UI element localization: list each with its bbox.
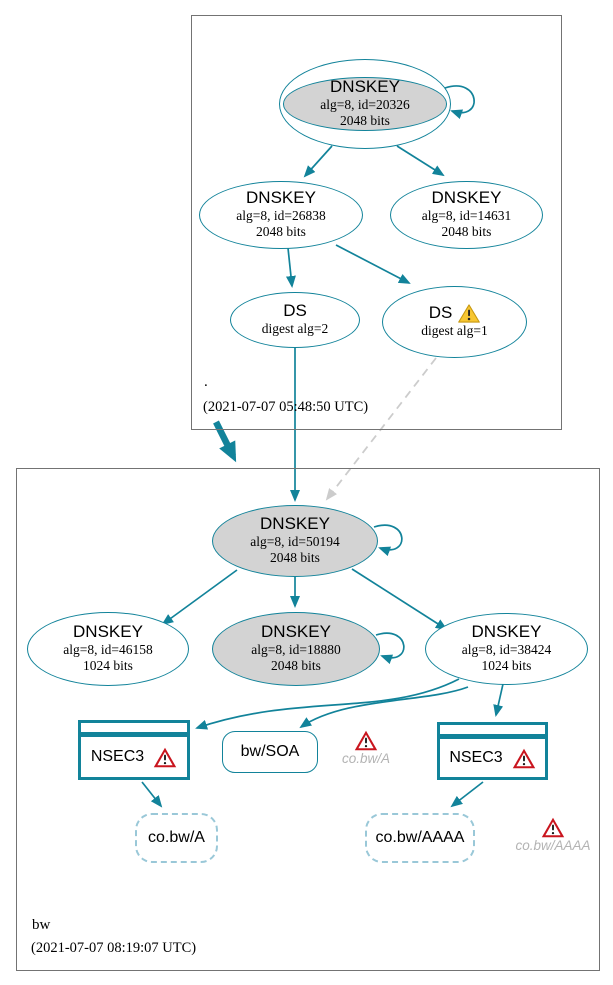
dnskey-node-46158[interactable]: DNSKEY alg=8, id=46158 1024 bits [27,612,189,686]
zone-timestamp-bw: (2021-07-07 08:19:07 UTC) [31,940,197,956]
node-alg: alg=8, id=18880 [251,641,341,657]
node-detail: digest alg=2 [261,321,329,337]
warning-cobw-aaaa: co.bw/AAAA [505,817,601,854]
ghost-label: co.bw/AAAA [515,838,591,853]
node-title: DNSKEY [261,622,331,642]
node-title: DS [283,301,307,321]
rrset-node-cobw-a[interactable]: co.bw/A [135,813,218,863]
node-title: DNSKEY [246,188,316,208]
root-zone-box [191,15,562,430]
node-title: DS [428,303,453,323]
node-bits: 2048 bits [340,113,390,129]
dnskey-node-14631[interactable]: DNSKEY alg=8, id=14631 2048 bits [390,181,543,249]
warning-triangle-icon[interactable] [458,304,481,323]
node-bits: 1024 bits [83,658,133,674]
bw-zone-box [16,468,600,971]
node-alg: alg=8, id=20326 [320,96,410,112]
zone-label-bw: bw [32,917,51,933]
warning-cobw-a: co.bw/A [328,730,404,767]
nsec3-node-right[interactable]: NSEC3 [437,722,548,780]
dnskey-ksk-root-inner: DNSKEY alg=8, id=20326 2048 bits [283,77,447,131]
node-alg: alg=8, id=50194 [250,533,340,549]
ghost-label: co.bw/A [341,751,391,766]
node-bits: 2048 bits [441,224,492,240]
zone-timestamp-root: (2021-07-07 05:48:50 UTC) [203,399,369,415]
node-title: DNSKEY [431,188,502,208]
node-title: DNSKEY [260,514,330,534]
node-bits: 2048 bits [270,550,320,566]
node-title: bw/SOA [240,743,300,761]
nsec3-node-left[interactable]: NSEC3 [78,720,190,780]
error-triangle-icon[interactable] [541,817,565,838]
ds-node-alg2[interactable]: DS digest alg=2 [230,292,360,348]
ds-node-alg1[interactable]: DS digest alg=1 [382,286,527,358]
rrset-node-cobw-aaaa[interactable]: co.bw/AAAA [365,813,475,863]
node-alg: alg=8, id=38424 [461,641,552,657]
node-bits: 1024 bits [481,658,532,674]
nsec3-header-band [440,725,545,739]
secure-edges [141,85,504,808]
insecure-dashed-edge [325,357,437,501]
dnskey-node-18880[interactable]: DNSKEY alg=8, id=18880 2048 bits [212,612,380,686]
node-title: NSEC3 [90,748,145,766]
dnskey-node-50194[interactable]: DNSKEY alg=8, id=50194 2048 bits [212,505,378,577]
node-alg: alg=8, id=14631 [421,207,512,223]
node-title: DNSKEY [73,622,143,642]
dnskey-node-26838[interactable]: DNSKEY alg=8, id=26838 2048 bits [199,181,363,249]
soa-node[interactable]: bw/SOA [222,731,318,773]
node-bits: 2048 bits [256,224,306,240]
zone-label-root: . [204,374,208,390]
node-alg: alg=8, id=26838 [236,207,326,223]
dnskey-node-38424[interactable]: DNSKEY alg=8, id=38424 1024 bits [425,613,588,685]
node-title: co.bw/A [148,829,205,847]
node-title: DNSKEY [471,622,542,642]
node-detail: digest alg=1 [421,323,488,339]
node-bits: 2048 bits [271,658,321,674]
nsec3-header-band [81,723,187,737]
dnskey-node-ksk-root[interactable]: DNSKEY alg=8, id=20326 2048 bits [279,59,451,149]
error-triangle-icon[interactable] [354,730,378,751]
node-alg: alg=8, id=46158 [63,641,153,657]
delegation-arrow [213,420,237,463]
node-title: co.bw/AAAA [375,829,465,847]
error-triangle-icon[interactable] [153,747,177,768]
error-triangle-icon[interactable] [512,748,536,769]
node-title: NSEC3 [449,749,503,767]
node-title: DNSKEY [330,77,400,97]
